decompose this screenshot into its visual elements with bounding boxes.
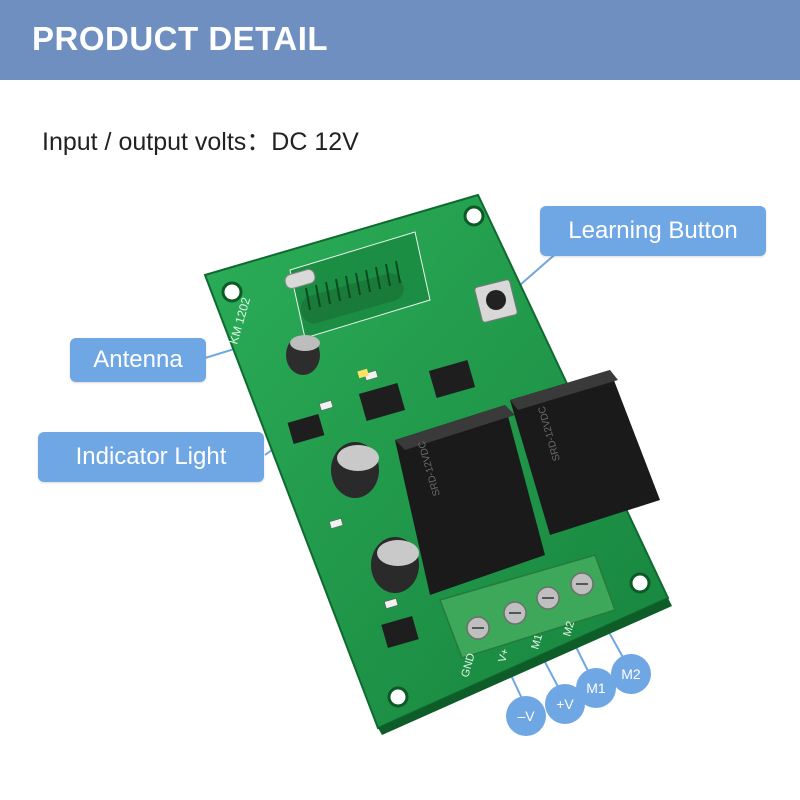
antenna-module [284,231,431,339]
terminal-silkscreen: GND V+ M1 M2 [459,620,577,679]
capacitors [286,335,419,593]
svg-text:V+: V+ [496,647,511,664]
indicator-led [357,368,369,379]
ic-chips [287,360,476,648]
terminal-m1-label: M1 [576,668,616,708]
svg-text:M1: M1 [529,633,545,651]
antenna-callout: Antenna [70,338,206,382]
learning-button-callout: Learning Button [540,206,766,256]
relays [395,370,660,595]
voltage-spec: Input / output volts：DC 12V [42,128,359,156]
learning-button-part [474,279,518,323]
svg-text:M2: M2 [561,620,577,638]
terminal-plus-v-label: +V [545,684,585,724]
page-title: PRODUCT DETAIL [32,20,329,57]
terminal-m2-label: M2 [611,654,651,694]
indicator-light-callout: Indicator Light [38,432,264,482]
header-bar: PRODUCT DETAIL [0,0,800,80]
terminal-minus-v-label: –V [506,696,546,736]
terminal-block [439,554,616,659]
